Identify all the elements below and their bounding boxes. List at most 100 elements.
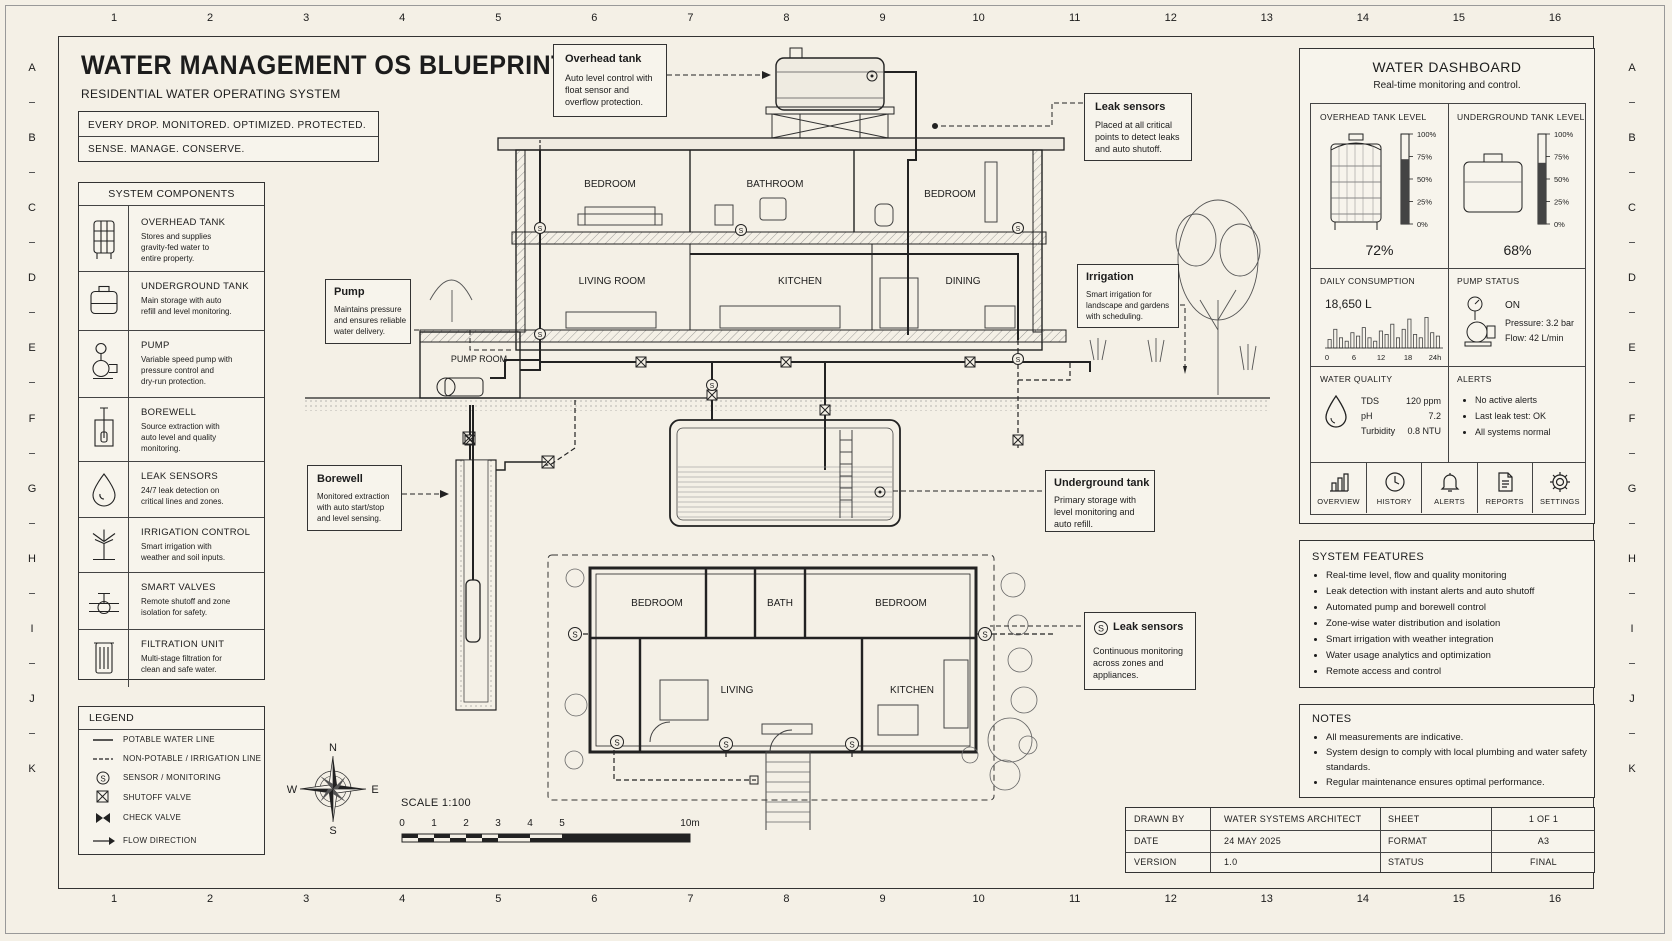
underground-level-gauge: 100%75%50%25%0% bbox=[1463, 130, 1574, 229]
tb-status-value: FINAL bbox=[1529, 857, 1557, 867]
column-ref-4: 4 bbox=[399, 893, 406, 905]
borewell-drawing bbox=[455, 405, 555, 711]
sensor-icon: S bbox=[719, 737, 733, 751]
sensor-icon: S bbox=[706, 379, 718, 391]
row-ref-tick bbox=[29, 382, 35, 384]
tab-settings[interactable]: SETTINGS bbox=[1531, 463, 1587, 513]
consumption-bar bbox=[1396, 337, 1401, 349]
consumption-bar bbox=[1390, 323, 1395, 349]
tb-drawn-by-value: WATER SYSTEMS ARCHITECT bbox=[1224, 814, 1362, 824]
column-ref-12: 12 bbox=[1164, 12, 1177, 24]
column-ref-13: 13 bbox=[1260, 893, 1273, 905]
underground-gauge-tick: 50% bbox=[1554, 175, 1569, 184]
callout-leak-sensors-section: Leak sensors Placed at all critical poin… bbox=[1084, 93, 1192, 161]
callout-leak-sensors-plan: S Leak sensors Continuous monitoring acr… bbox=[1084, 612, 1196, 690]
consumption-bar bbox=[1327, 339, 1332, 349]
column-ref-14: 14 bbox=[1356, 893, 1369, 905]
component-desc-line: dry-run protection. bbox=[141, 377, 206, 386]
overhead-level-fill bbox=[1401, 159, 1409, 224]
component-desc-line: Variable speed pump with bbox=[141, 355, 233, 364]
row-ref-tick bbox=[1629, 242, 1635, 244]
legend-item-solid-line: POTABLE WATER LINE bbox=[123, 735, 215, 744]
underground-tank-drawing bbox=[669, 419, 901, 527]
consumption-bar bbox=[1338, 337, 1343, 349]
component-desc-line: Smart irrigation with bbox=[141, 542, 212, 551]
section-room-dining: DINING bbox=[946, 276, 981, 287]
legend-divider bbox=[79, 729, 264, 730]
consumption-x-tick: 24h bbox=[1429, 353, 1442, 362]
component-desc-line: isolation for safety. bbox=[141, 608, 208, 617]
callout-leak-sensors-section-line-1: Placed at all critical bbox=[1095, 120, 1173, 130]
scale-tick-label: 5 bbox=[559, 818, 565, 829]
sensor-symbol: S bbox=[538, 332, 543, 339]
scale-tick-label: 3 bbox=[495, 818, 501, 829]
sensor-icon: S bbox=[845, 737, 859, 751]
tb-line-2 bbox=[1380, 808, 1381, 872]
column-ref-2: 2 bbox=[207, 893, 214, 905]
overhead-gauge-tick: 0% bbox=[1417, 220, 1428, 229]
compass-north: N bbox=[329, 742, 337, 754]
callout-leak-sensors-plan-line-2: across zones and bbox=[1093, 658, 1164, 668]
tab-history[interactable]: HISTORY bbox=[1366, 463, 1421, 513]
row-ref-J: J bbox=[29, 692, 35, 705]
column-ref-3: 3 bbox=[303, 893, 310, 905]
tab-alerts[interactable]: ALERTS bbox=[1421, 463, 1476, 513]
compass-rose: N S E W bbox=[287, 742, 379, 836]
component-icon-cell bbox=[79, 630, 129, 687]
component-name: IRRIGATION CONTROL bbox=[141, 527, 251, 538]
column-ref-8: 8 bbox=[783, 12, 790, 24]
row-ref-tick bbox=[29, 662, 35, 664]
column-ref-11: 11 bbox=[1068, 893, 1081, 905]
callout-irrigation-line-3: with scheduling. bbox=[1086, 312, 1143, 321]
scale-tick-label: 4 bbox=[527, 818, 533, 829]
row-ref-H: H bbox=[1628, 552, 1636, 565]
column-ref-8: 8 bbox=[783, 893, 790, 905]
column-ref-1: 1 bbox=[110, 12, 118, 24]
column-ref-15: 15 bbox=[1452, 12, 1466, 24]
row-ref-J: J bbox=[1629, 692, 1635, 705]
pump-status-flow: Flow: 42 L/min bbox=[1505, 333, 1564, 343]
row-ref-tick bbox=[1629, 452, 1635, 454]
sensor-symbol: S bbox=[614, 739, 619, 748]
plan-room-living: LIVING bbox=[721, 685, 754, 696]
history-icon bbox=[1385, 472, 1405, 492]
consumption-bar bbox=[1424, 317, 1429, 349]
callout-borewell-title: Borewell bbox=[317, 473, 363, 485]
section-room-kitchen: KITCHEN bbox=[778, 276, 822, 287]
pump-status-state: ON bbox=[1505, 300, 1520, 311]
sensor-icon: S bbox=[978, 627, 992, 641]
tb-line-4 bbox=[1126, 830, 1594, 831]
overhead-gauge-tick: 25% bbox=[1417, 198, 1432, 207]
underground-gauge-tick: 100% bbox=[1554, 130, 1574, 139]
dashboard-grid: OVERHEAD TANK LEVEL 100%75%50%25%0% 72% … bbox=[1310, 103, 1586, 463]
tb-sheet-value: 1 OF 1 bbox=[1528, 814, 1559, 824]
callout-overhead-tank-line-1: Auto level control with bbox=[565, 73, 653, 83]
component-icon-cell bbox=[79, 573, 129, 629]
consumption-bar bbox=[1418, 337, 1423, 349]
overhead-level-label: OVERHEAD TANK LEVEL bbox=[1320, 112, 1427, 122]
dashboard-grid-vline bbox=[1448, 104, 1449, 462]
features-list: Real-time level, flow and quality monito… bbox=[1312, 568, 1534, 680]
page-title: WATER MANAGEMENT OS BLUEPRINT bbox=[81, 50, 567, 80]
overhead-gauge-tick: 50% bbox=[1417, 175, 1432, 184]
notes-list: All measurements are indicative.System d… bbox=[1312, 730, 1596, 790]
row-ref-D: D bbox=[28, 272, 36, 285]
row-ref-D: D bbox=[1628, 272, 1636, 285]
overhead-tank-drawing bbox=[765, 47, 895, 139]
legend-title: LEGEND bbox=[89, 712, 134, 724]
tab-overview[interactable]: OVERVIEW bbox=[1311, 463, 1366, 513]
callout-overhead-tank-line-2: float sensor and bbox=[565, 85, 630, 95]
leak-sensor-icon bbox=[92, 473, 116, 507]
consumption-bar bbox=[1407, 318, 1412, 349]
row-ref-G: G bbox=[27, 482, 37, 495]
row-ref-B: B bbox=[28, 132, 36, 145]
tb-line-5 bbox=[1126, 852, 1594, 853]
reports-icon bbox=[1498, 472, 1513, 492]
callout-underground-tank-line-1: Primary storage with bbox=[1054, 495, 1137, 505]
tab-reports[interactable]: REPORTS bbox=[1476, 463, 1532, 513]
